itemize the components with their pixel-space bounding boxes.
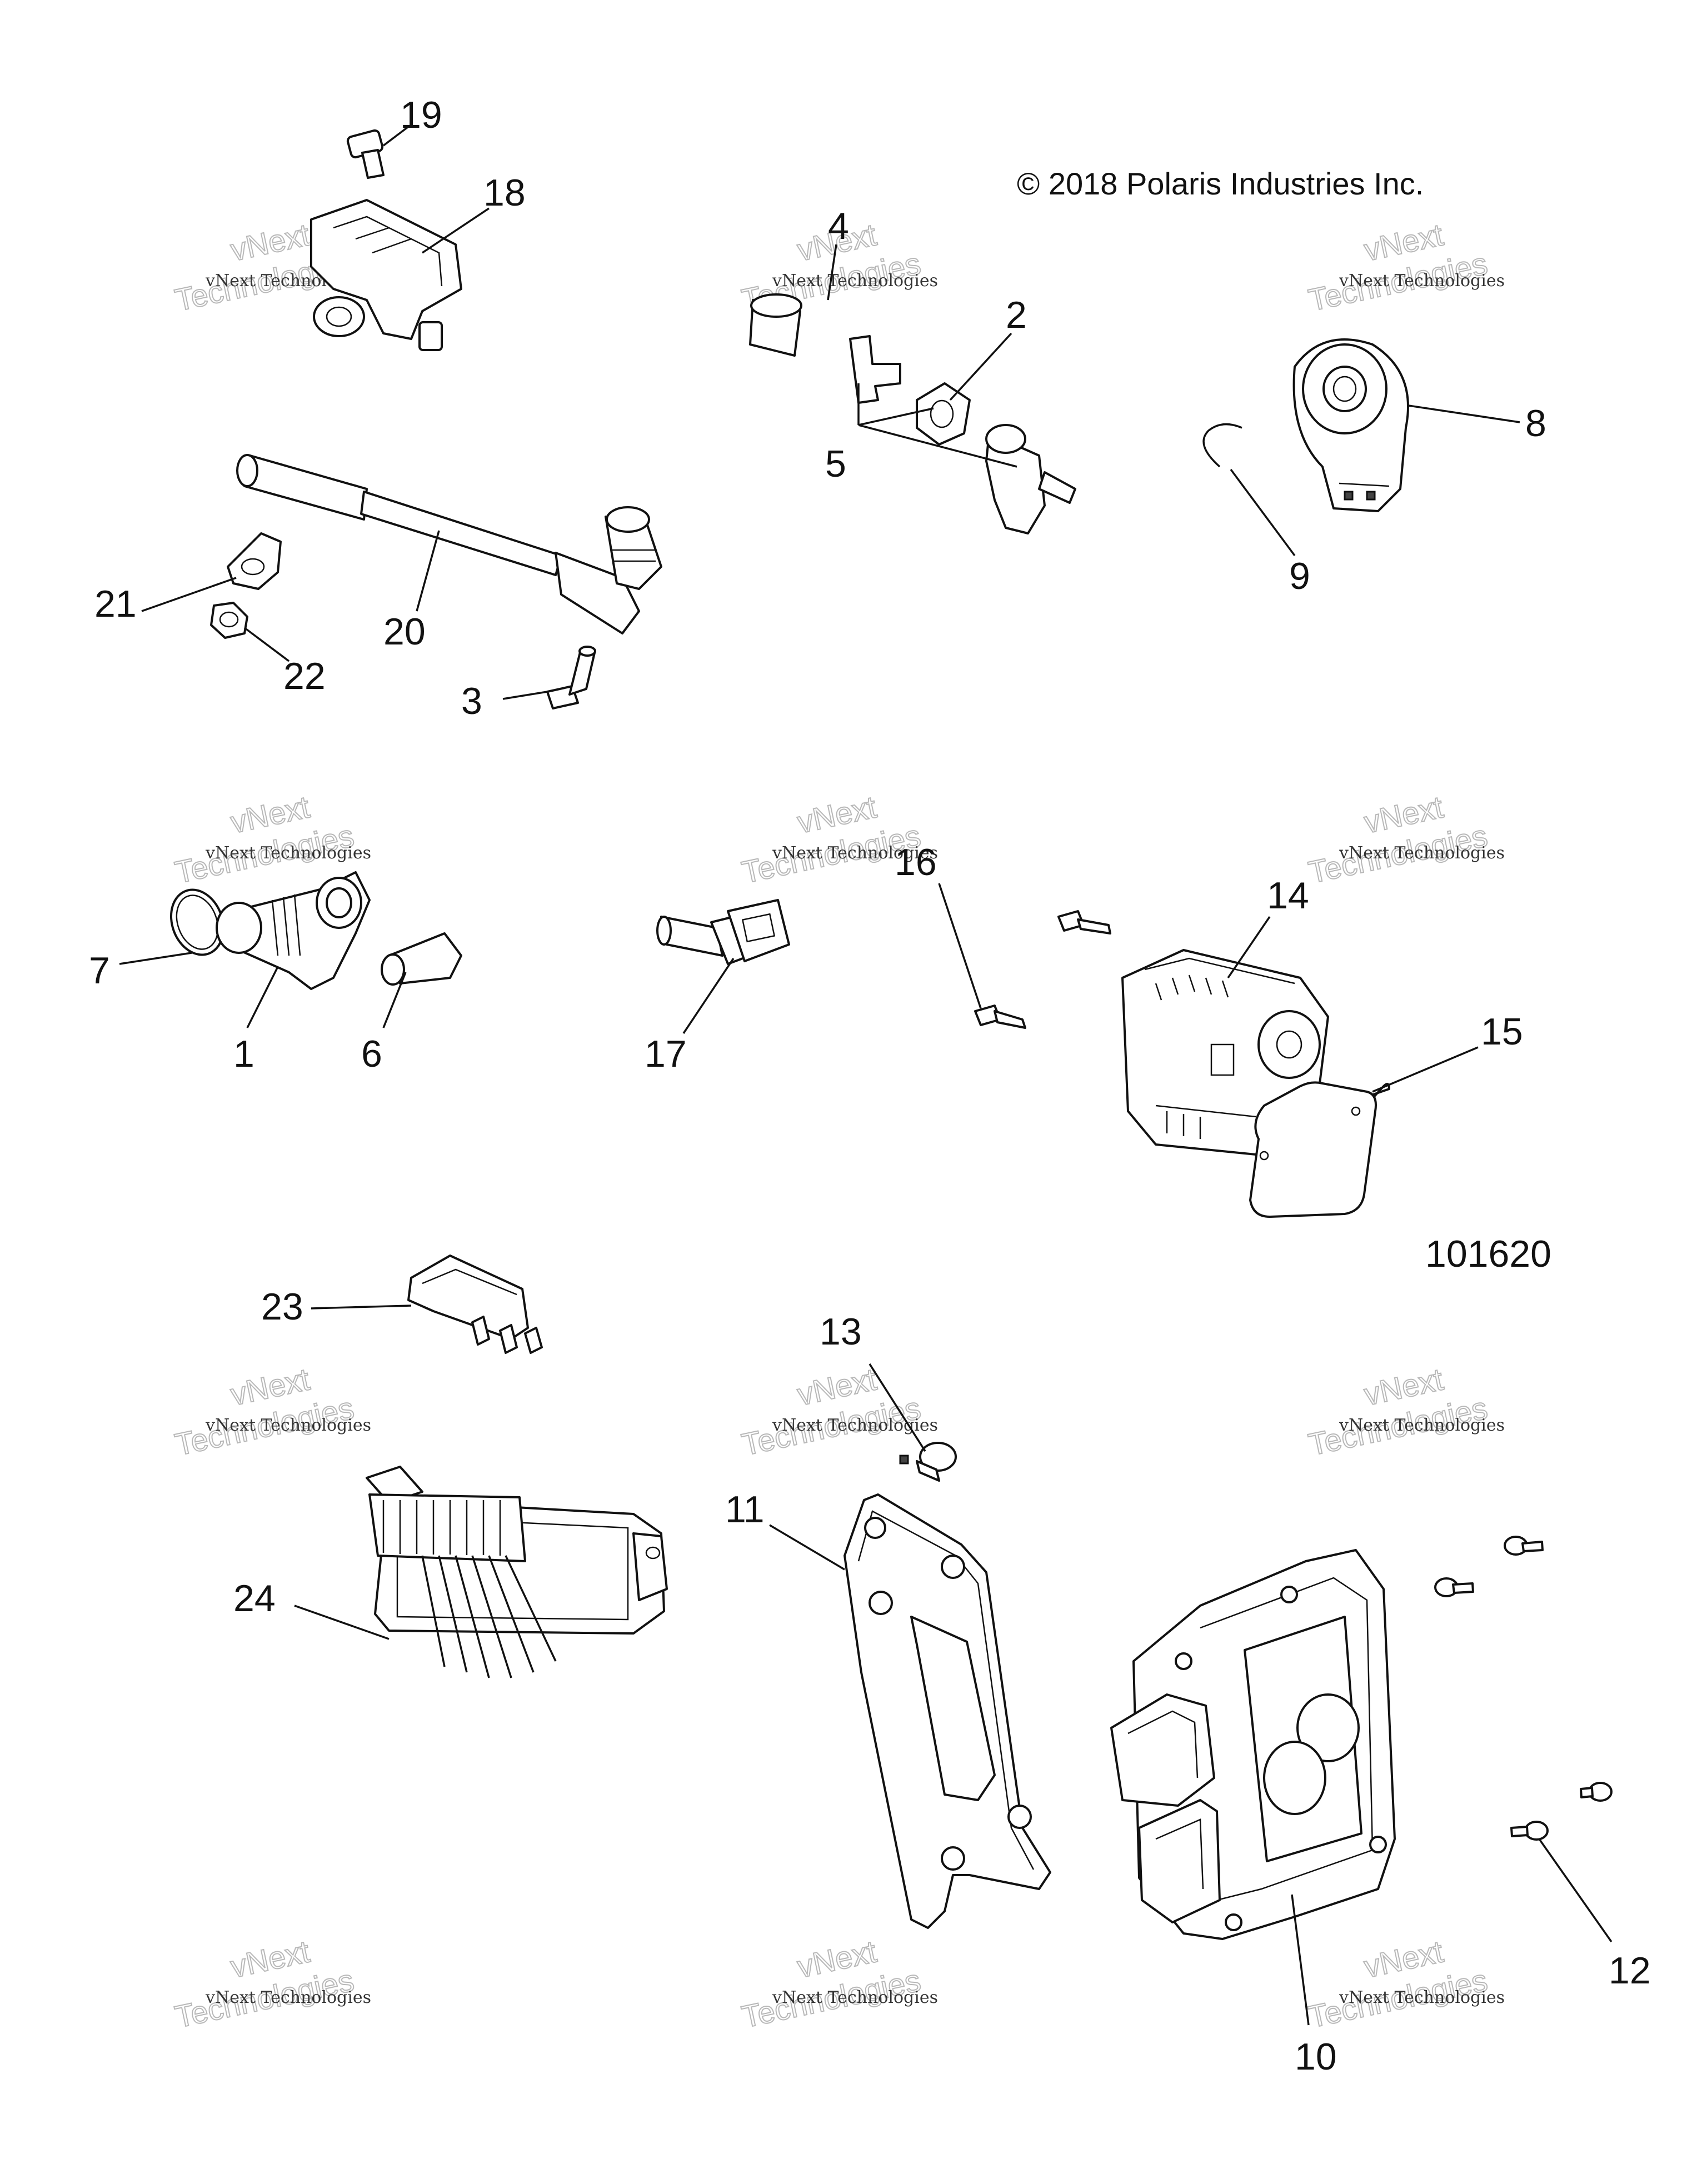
svg-text:vNext Technologies: vNext Technologies [772,1416,938,1435]
watermark-lower-left: Technologies vNext vNext Technologies [171,1361,371,1462]
part-1-cam-sensor [216,871,371,990]
callout-7: 7 [89,949,110,992]
watermark-lower-right: Technologies vNext vNext Technologies [1305,1361,1505,1462]
svg-text:vNext Technologies: vNext Technologies [205,1416,371,1435]
callout-4: 4 [828,205,849,247]
part-19-bolt [346,129,385,179]
callout-15: 15 [1481,1011,1523,1053]
callout-3: 3 [461,680,482,722]
callout-23: 23 [261,1286,303,1328]
part-3-bolt [546,646,596,709]
part-17-temp-sensor [656,899,790,965]
part-8-knock-sensor [1292,338,1409,512]
figure-number: 101620 [1425,1233,1551,1275]
svg-text:vNext Technologies: vNext Technologies [1339,271,1505,291]
part-15-gasket [1249,1081,1390,1218]
svg-text:vNext Technologies: vNext Technologies [772,1988,938,2007]
watermark-bottom-center: Technologies vNext vNext Technologies [738,1933,938,2035]
watermark-bottom-right: Technologies vNext vNext Technologies [1305,1933,1505,2035]
part-4-grommet [749,293,802,357]
part-5-tab [849,335,901,404]
callout-10: 10 [1295,2036,1337,2078]
callout-14: 14 [1267,874,1309,917]
callout-24: 24 [233,1577,276,1620]
part-12-screw-b [1434,1577,1474,1597]
part-5-sensor [985,424,1076,534]
watermark-top-right: Technologies vNext vNext Technologies [1305,216,1505,318]
part-13-rivet [899,1442,957,1482]
part-2-washer [916,382,971,446]
svg-text:vNext Technologies: vNext Technologies [1339,1416,1505,1435]
part-9-eclip [1202,423,1242,468]
callout-22: 22 [283,655,326,697]
watermark-mid-left: Technologies vNext vNext Technologies [171,788,371,890]
callout-6: 6 [361,1033,382,1075]
part-24-connector [368,1493,557,1678]
callout-19: 19 [400,94,442,136]
part-6-sleeve [381,932,462,986]
callout-21: 21 [94,583,137,625]
callout-9: 9 [1289,555,1310,597]
part-20-speed-sensor [236,454,662,634]
watermark-bottom-left: Technologies vNext vNext Technologies [171,1933,371,2035]
part-12-screw-d [1510,1821,1549,1841]
callout-16: 16 [895,841,937,883]
part-10-ecu [1110,1549,1396,1940]
callout-8: 8 [1525,402,1546,444]
svg-text:vNext Technologies: vNext Technologies [1339,843,1505,863]
callout-18: 18 [483,172,526,214]
copyright-text: © 2018 Polaris Industries Inc. [1017,166,1424,201]
svg-text:vNext Technologies: vNext Technologies [205,1988,371,2007]
callout-12: 12 [1609,1950,1651,1992]
callout-1: 1 [233,1033,254,1075]
part-21-clip [227,532,282,590]
watermark-lower-center: Technologies vNext vNext Technologies [738,1361,938,1462]
part-16-screw-b [1057,910,1111,934]
callout-13: 13 [820,1311,862,1353]
svg-text:vNext Technologies: vNext Technologies [772,843,938,863]
part-11-bracket [843,1493,1051,1929]
part-7-oring [169,888,225,956]
part-12-screw-a [1504,1536,1544,1556]
svg-text:vNext Technologies: vNext Technologies [772,271,938,291]
part-22-nut [210,602,248,639]
callout-17: 17 [645,1033,687,1075]
callout-2: 2 [1006,294,1027,336]
part-23-switch [407,1255,543,1354]
watermark-mid-right: Technologies vNext vNext Technologies [1305,788,1505,890]
part-16-screw-a [974,1004,1026,1029]
callout-5: 5 [825,443,846,485]
svg-text:vNext Technologies: vNext Technologies [1339,1988,1505,2007]
svg-text:vNext Technologies: vNext Technologies [205,843,371,863]
callout-20: 20 [383,611,426,653]
callout-11: 11 [725,1488,765,1531]
part-18-map-sensor [310,199,462,351]
part-12-screw-c [1580,1782,1613,1802]
